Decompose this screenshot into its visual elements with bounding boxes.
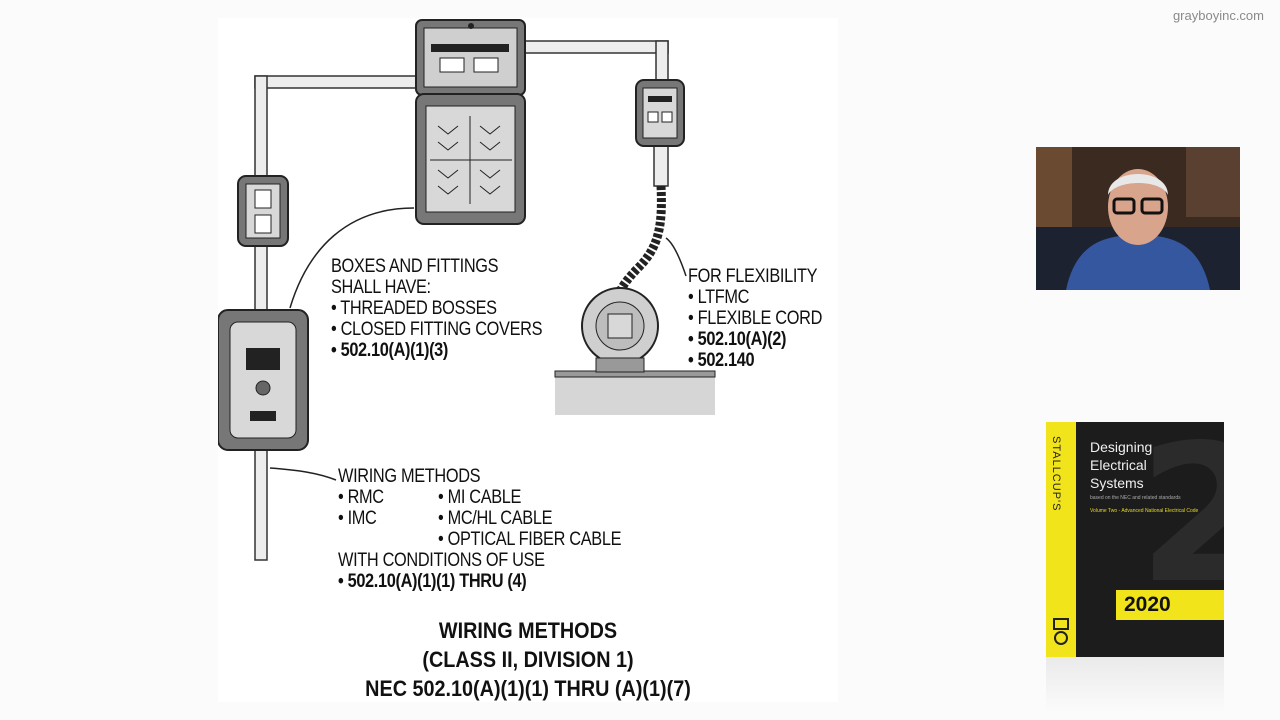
flex-note-item: • FLEXIBLE CORD [688,308,823,329]
book-title: Designing Electrical Systems [1090,438,1152,492]
wiring-item: • OPTICAL FIBER CABLE [438,529,622,550]
receptacle-box-right [635,79,685,147]
boxes-note: BOXES AND FITTINGS SHALL HAVE: • THREADE… [331,256,543,361]
diagram-slide: BOXES AND FITTINGS SHALL HAVE: • THREADE… [218,18,838,702]
book-title-line: Designing [1090,439,1153,455]
book-cover: 2 STALLCUP'S Designing Electrical System… [1046,422,1224,657]
boxes-note-code: • 502.10(A)(1)(3) [331,340,449,361]
boxes-note-heading: BOXES AND FITTINGS [331,256,499,277]
wiring-item: • MI CABLE [438,487,522,508]
boxes-note-item: • THREADED BOSSES [331,298,497,319]
book-title-line: Electrical [1090,457,1147,473]
fitting-box-left [218,309,309,451]
flex-note-item: • LTFMC [688,287,750,308]
boxes-note-item: • CLOSED FITTING COVERS [331,319,543,340]
flex-note: FOR FLEXIBILITY • LTFMC • FLEXIBLE CORD … [688,266,822,371]
diagram-title: WIRING METHODS (CLASS II, DIVISION 1) NE… [249,616,807,703]
boxes-note-heading-2: SHALL HAVE: [331,277,431,298]
title-line: WIRING METHODS [438,618,618,643]
book-spine: STALLCUP'S [1046,422,1076,657]
book-numeral-graphic: 2 [1138,422,1224,625]
title-line: (CLASS II, DIVISION 1) [422,647,634,672]
wiring-col1: • RMC • IMC [338,487,384,529]
title-line: NEC 502.10(A)(1)(1) THRU (A)(1)(7) [365,676,691,701]
wiring-code: • 502.10(A)(1)(1) THRU (4) [338,571,527,592]
book-spine-text: STALLCUP'S [1050,436,1062,512]
wiring-conditions-text: WITH CONDITIONS OF USE [338,550,545,571]
callout-arrows [269,207,687,481]
wiring-col2: • MI CABLE • MC/HL CABLE • OPTICAL FIBER… [438,487,621,550]
receptacle-box-left [237,175,289,247]
wiring-conditions: WITH CONDITIONS OF USE • 502.10(A)(1)(1)… [338,550,545,592]
book-subtitle: based on the NEC and related standards [1090,495,1181,501]
book-volume: Volume Two - Advanced National Electrica… [1090,508,1199,514]
wiring-note-heading: WIRING METHODS [338,466,481,487]
flex-note-heading: FOR FLEXIBILITY [688,266,818,287]
watermark-text: grayboyinc.com [1172,8,1264,23]
publisher-logo-icon [1053,618,1069,645]
book-reflection [1046,657,1224,712]
wiring-diagram [218,19,716,561]
flex-note-code: • 502.140 [688,350,755,371]
wiring-item: • MC/HL CABLE [438,508,553,529]
book-title-line: Systems [1090,475,1144,491]
wiring-note: WIRING METHODS [338,466,481,487]
breaker-panel-box [415,93,526,225]
presenter-image [1036,147,1240,290]
flex-note-code: • 502.10(A)(2) [688,329,787,350]
junction-box-top [415,19,526,96]
webcam-video [1036,147,1240,290]
wiring-item: • IMC [338,508,377,529]
book-year: 2020 [1116,590,1224,620]
motor [554,287,716,415]
wiring-item: • RMC [338,487,384,508]
